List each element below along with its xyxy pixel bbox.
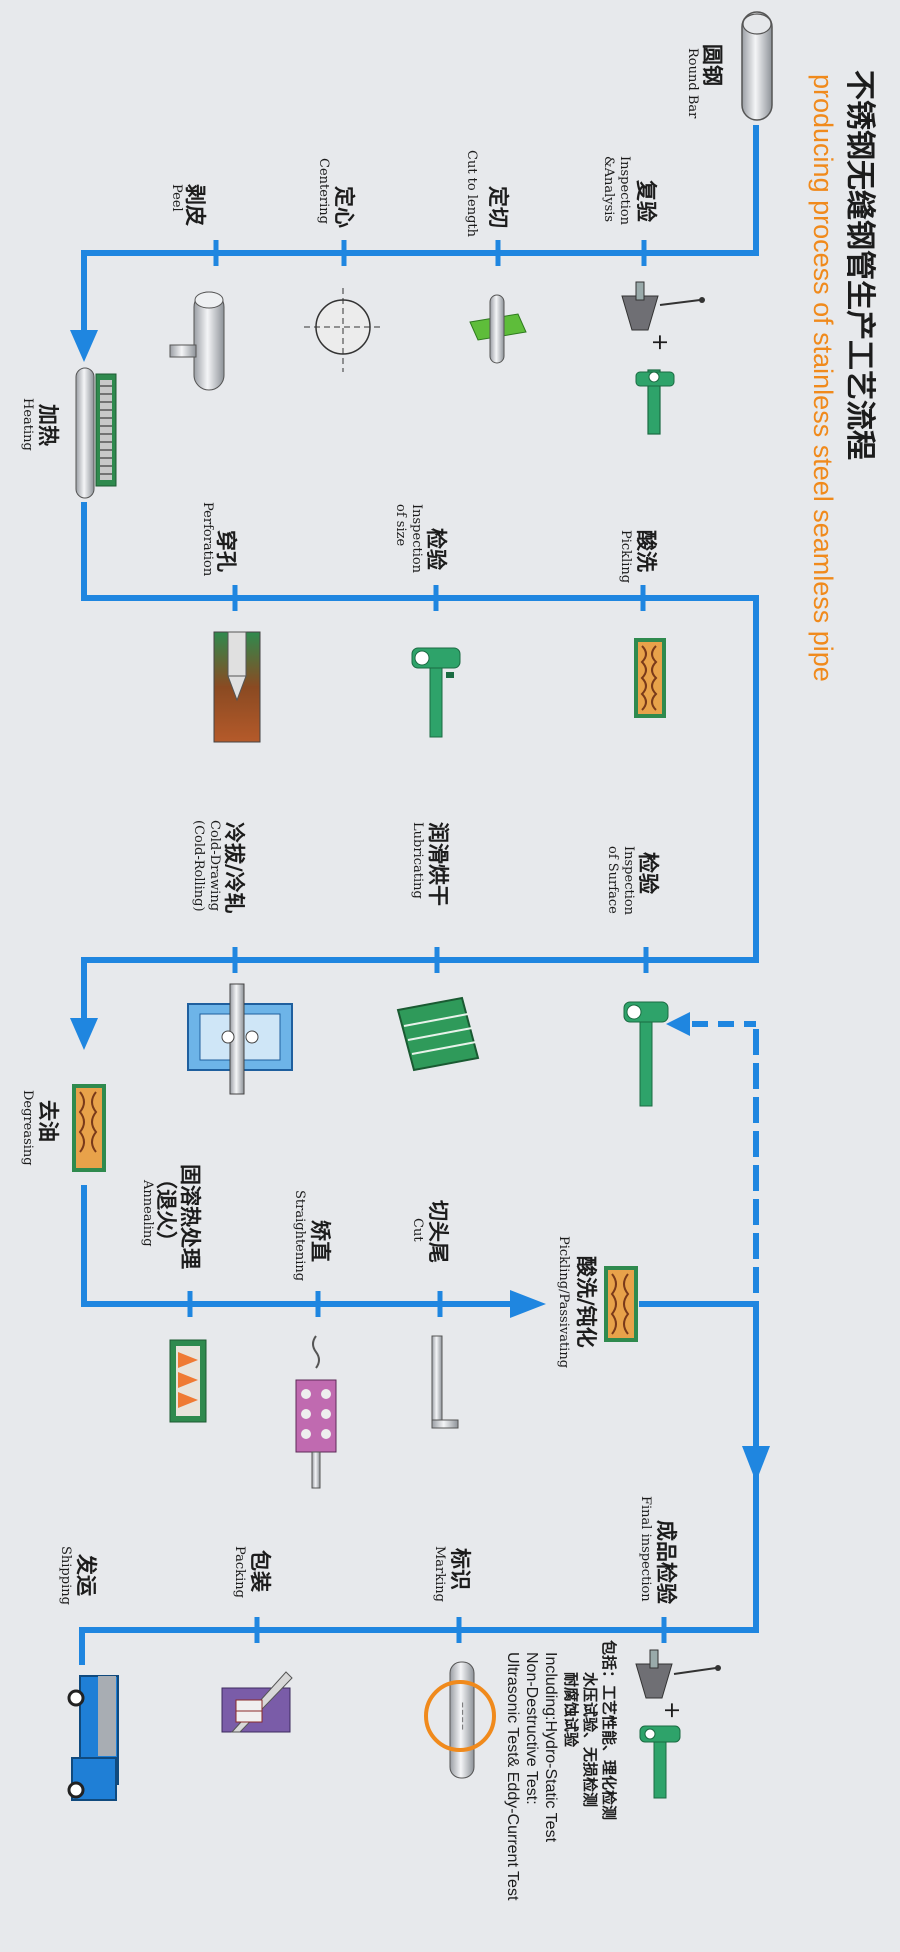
arrow-right-passivating — [510, 1290, 546, 1318]
flow-segment-4 — [639, 1301, 759, 1461]
cut-icon — [431, 1335, 459, 1429]
spectrometer-icon — [621, 281, 705, 331]
label-marking-en: Marking — [432, 1546, 447, 1603]
label-shipping-en: Shipping — [58, 1546, 73, 1605]
arrow-down-degreasing — [70, 1018, 98, 1050]
cold-drawing-icon — [187, 983, 293, 1095]
title-cn: 不锈钢无缝钢管生产工艺流程 — [842, 70, 877, 460]
label-cut-to-length-cn: 定切 — [486, 186, 510, 228]
title-en: producing process of stainless steel sea… — [808, 74, 838, 682]
label-inspection-en1: Inspection — [617, 156, 632, 226]
label-cut-to-length-en: Cut to length — [464, 150, 479, 238]
label-peel-en: Peel — [169, 184, 184, 212]
arrow-down-heating — [70, 330, 98, 362]
svg-text:─ ─ ─ ─: ─ ─ ─ ─ — [458, 1702, 467, 1730]
label-perforation-en: Perforation — [200, 502, 215, 577]
label-cut-cn: 切头尾 — [426, 1200, 450, 1263]
marking-icon: ─ ─ ─ ─ — [424, 1661, 496, 1779]
label-inspection-surface-en1: Inspection — [621, 846, 636, 916]
degreasing-tank-icon — [72, 1084, 106, 1172]
final-note-en2: Non-Destructive Test: — [523, 1652, 540, 1805]
label-round-bar-cn: 圆钢 — [700, 44, 724, 86]
label-inspection-size-en2: of size — [393, 504, 408, 547]
peel-icon — [169, 291, 225, 391]
label-inspection-size-en1: Inspection — [409, 504, 424, 574]
label-cold-drawing-en2: (Cold-Rolling) — [191, 820, 206, 912]
truck-icon — [67, 1675, 119, 1801]
label-centering-en: Centering — [316, 158, 331, 224]
plus-sign-1: + — [647, 333, 672, 352]
label-heating-en: Heating — [20, 398, 35, 451]
label-round-bar-en: Round Bar — [685, 48, 700, 119]
label-heating-cn: 加热 — [36, 404, 60, 446]
label-perforation-cn: 穿孔 — [214, 530, 238, 572]
label-inspection-surface-cn: 检验 — [636, 852, 660, 894]
label-final-inspection-cn: 成品检验 — [654, 1520, 678, 1604]
arrow-down-final — [742, 1446, 770, 1482]
label-cold-drawing-cn: 冷拔/冷轧 — [222, 822, 246, 914]
label-pickling-cn: 酸洗 — [634, 530, 658, 572]
label-annealing-cn2: （退火） — [154, 1168, 178, 1252]
label-straightening-cn: 矫直 — [308, 1220, 332, 1262]
label-straightening-en: Straightening — [292, 1190, 307, 1282]
flow-segment-3 — [81, 1185, 533, 1307]
perforation-icon — [213, 631, 261, 743]
label-marking-cn: 标识 — [448, 1548, 472, 1590]
round-bar-icon — [741, 11, 773, 121]
pickling-tank-icon-2 — [604, 1266, 638, 1342]
label-degreasing-cn: 去油 — [36, 1100, 60, 1142]
final-note-en3: Ultrasonic Test& Eddy-Current Test — [504, 1652, 521, 1901]
label-cut-en: Cut — [410, 1218, 425, 1242]
pickling-tank-icon-1 — [634, 638, 666, 718]
label-lubricating-cn: 润滑烘干 — [426, 822, 450, 906]
label-centering-cn: 定心 — [332, 186, 356, 228]
cut-to-length-icon — [469, 294, 527, 364]
lubricating-rack-icon — [396, 996, 480, 1072]
caliper-icon-3 — [623, 1001, 669, 1107]
label-inspection-surface-en2: of Surface — [605, 846, 620, 914]
annealing-furnace-icon — [169, 1339, 207, 1423]
label-cold-drawing-en1: Cold-Drawing — [207, 820, 222, 912]
label-inspection-size-cn: 检验 — [424, 528, 448, 570]
label-annealing-cn1: 固溶热处理 — [178, 1164, 202, 1269]
label-pickling-passivating-cn: 酸洗/钝化 — [574, 1256, 598, 1348]
label-pickling-passivating-en: Pickling/Passivating — [556, 1236, 571, 1369]
label-degreasing-en: Degreasing — [20, 1090, 35, 1166]
centering-icon — [304, 288, 384, 372]
final-note-cn2: 水压试验、无损检测 — [581, 1672, 599, 1808]
label-peel-cn: 剥皮 — [183, 184, 207, 226]
caliper-icon-2 — [411, 647, 461, 738]
caliper-icon-4 — [639, 1725, 681, 1799]
label-annealing-en: Annealing — [140, 1180, 155, 1247]
caliper-icon-1 — [635, 369, 675, 435]
heating-furnace-icon — [75, 367, 117, 499]
label-shipping-cn: 发运 — [74, 1554, 98, 1596]
final-note-en1: Including:Hydro-Static Test — [542, 1652, 559, 1843]
arrow-left-inspection — [666, 1012, 690, 1036]
label-final-inspection-en: Final inspection — [638, 1496, 653, 1602]
packing-icon — [221, 1671, 293, 1733]
flow-segment-2 — [81, 502, 759, 1036]
plus-sign-2: + — [659, 1701, 684, 1720]
label-packing-en: Packing — [232, 1546, 247, 1598]
flow-segment-5 — [79, 1467, 759, 1665]
final-note-cn1: 包括：工艺性能、理化检测 — [600, 1640, 618, 1821]
label-packing-cn: 包装 — [248, 1550, 272, 1592]
label-inspection-cn: 复验 — [634, 180, 658, 222]
straightening-icon — [295, 1335, 337, 1489]
spectrometer-icon-2 — [635, 1649, 721, 1699]
label-pickling-en: Pickling — [618, 530, 633, 584]
label-inspection-en2: &Analysis — [601, 156, 616, 223]
label-lubricating-en: Lubricating — [410, 822, 425, 899]
final-note-cn3: 耐腐蚀试验 — [562, 1672, 580, 1748]
flow-segment-1 — [81, 125, 759, 348]
